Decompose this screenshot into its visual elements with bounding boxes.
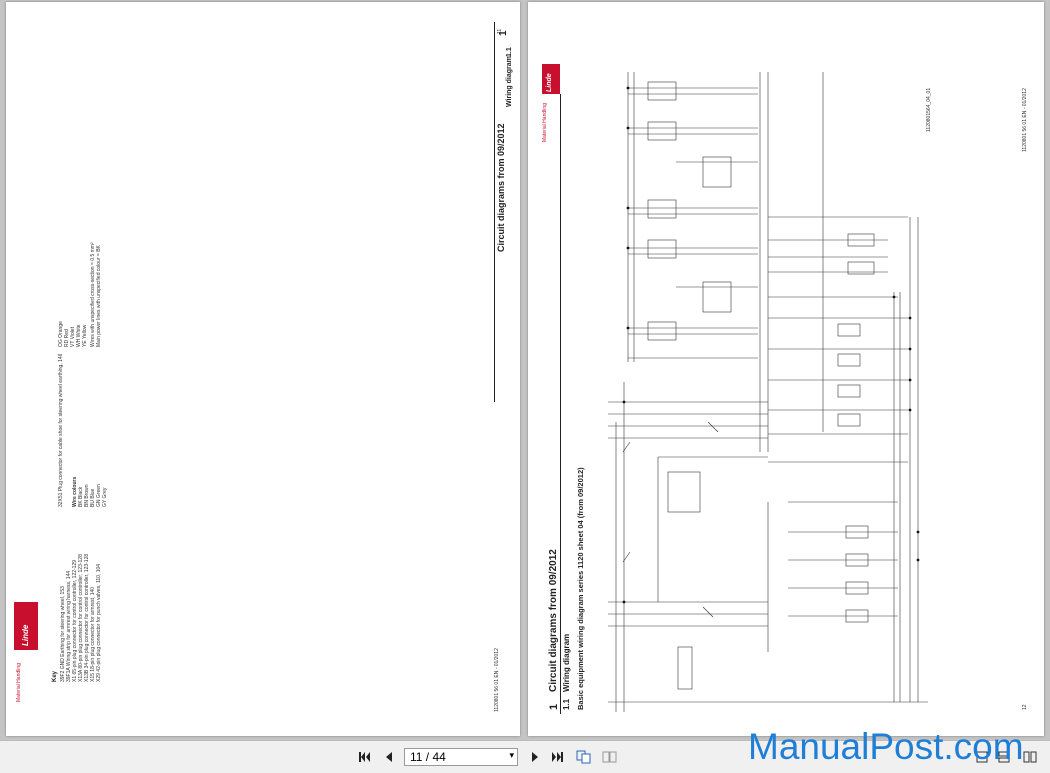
watermark: ManualPost.com [748, 726, 1024, 767]
next-page-button[interactable] [526, 748, 544, 766]
facing-pages-button[interactable] [1022, 748, 1038, 766]
plug-note: 32X51 Plug connector for cable shoe for … [58, 353, 64, 507]
document-viewer[interactable]: 1 Circuit diagrams from 09/2012 1.1 Wiri… [0, 0, 1050, 740]
linde-logo: Linde [14, 602, 38, 650]
wiring-schematic [608, 72, 928, 712]
single-page-button[interactable] [974, 748, 990, 766]
title-rule [560, 94, 561, 714]
wire-colour: GY Grey [102, 487, 108, 507]
navigation-toolbar: 11 / 44 ▾ [0, 740, 1050, 773]
last-page-icon [552, 752, 563, 762]
page-layout-icon [576, 750, 591, 764]
header-rule [494, 22, 495, 402]
facing-pages-icon [1023, 751, 1037, 763]
two-page-icon [602, 751, 617, 763]
section-title: Wiring diagram [506, 56, 513, 107]
page-number-value: 11 / 44 [410, 750, 446, 764]
page-number-select[interactable]: 11 / 44 ▾ [404, 748, 518, 766]
rotate-view-button[interactable] [574, 748, 594, 766]
doc-ref: 1120801 56 01 EN - 01/2012 [494, 648, 500, 712]
first-page-button[interactable] [356, 748, 374, 766]
two-page-view-button[interactable] [600, 748, 620, 766]
linde-logo: Linde [542, 64, 560, 94]
page-code: 11 [497, 28, 503, 34]
page-right: Linde Material Handling 1 Circuit diagra… [528, 2, 1044, 736]
last-page-button[interactable] [548, 748, 566, 766]
key-item: X29 42-pin plug connector for punch valv… [96, 563, 102, 682]
chapter-title: Circuit diagrams from 09/2012 [496, 123, 506, 252]
material-handling-label: Material Handling [16, 663, 22, 702]
single-page-icon [976, 751, 988, 763]
previous-page-button[interactable] [380, 748, 398, 766]
next-page-icon [532, 752, 538, 762]
wire-colour: YE Yellow [82, 324, 88, 347]
key-title: Key [52, 670, 58, 682]
chevron-down-icon: ▾ [509, 750, 514, 760]
page-left: 1 Circuit diagrams from 09/2012 1.1 Wiri… [6, 2, 520, 736]
continuous-view-button[interactable] [996, 748, 1012, 766]
first-page-icon [359, 752, 370, 762]
wire-note: Main power lines with unspecified colour… [96, 245, 102, 347]
continuous-view-icon [998, 751, 1010, 763]
previous-page-icon [386, 752, 392, 762]
